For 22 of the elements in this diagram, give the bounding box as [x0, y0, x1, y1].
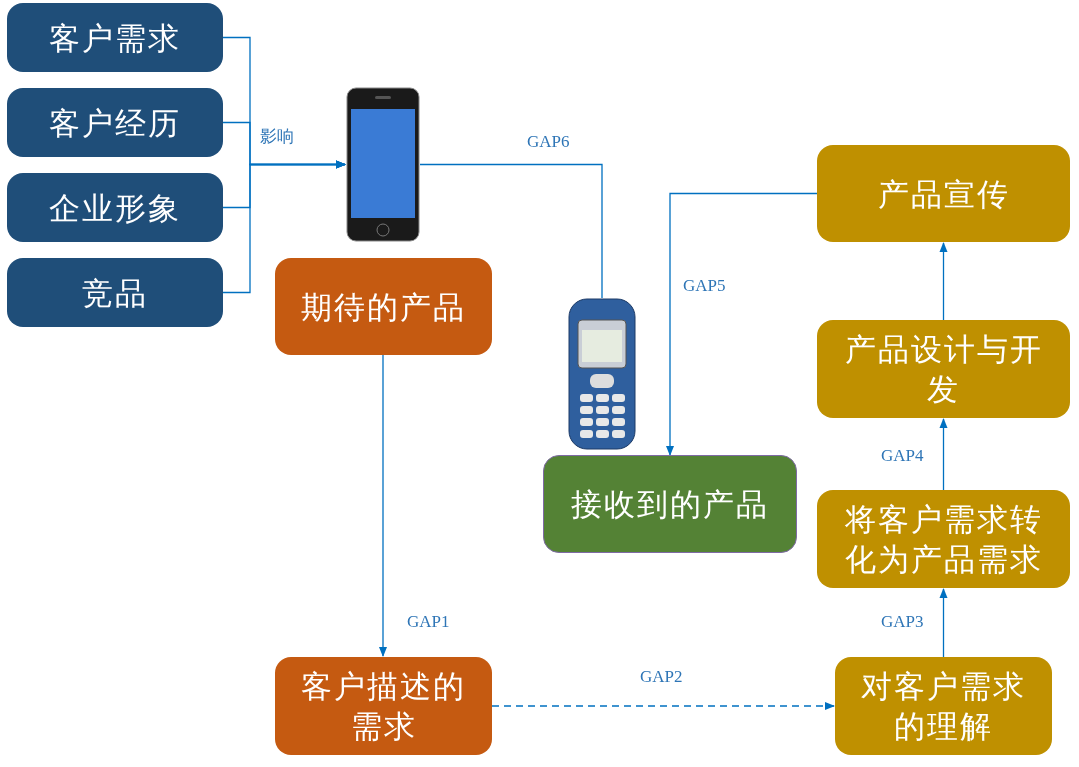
process-box: 接收到的产品	[543, 455, 797, 553]
process-box: 产品宣传	[817, 145, 1070, 242]
process-box: 客户描述的需求	[275, 657, 492, 755]
arrow	[666, 192, 818, 456]
connector-line	[419, 163, 603, 299]
smartphone-drawing	[346, 87, 420, 242]
process-box: 期待的产品	[275, 258, 492, 355]
process-box: 对客户需求的理解	[835, 657, 1052, 755]
arrow	[222, 160, 346, 294]
process-box: 将客户需求转化为产品需求	[817, 490, 1070, 588]
process-box: 客户经历	[7, 88, 223, 157]
arrow	[939, 242, 948, 321]
process-box: 客户需求	[7, 3, 223, 72]
arrow	[939, 418, 948, 491]
process-box: 企业形象	[7, 173, 223, 242]
arrow	[379, 354, 387, 657]
arrow	[939, 588, 948, 658]
mobile-phone-drawing	[568, 298, 636, 450]
process-box: 竞品	[7, 258, 223, 327]
process-box: 产品设计与开发	[817, 320, 1070, 418]
edge-label: 影响	[258, 125, 296, 148]
arrow	[491, 702, 835, 710]
